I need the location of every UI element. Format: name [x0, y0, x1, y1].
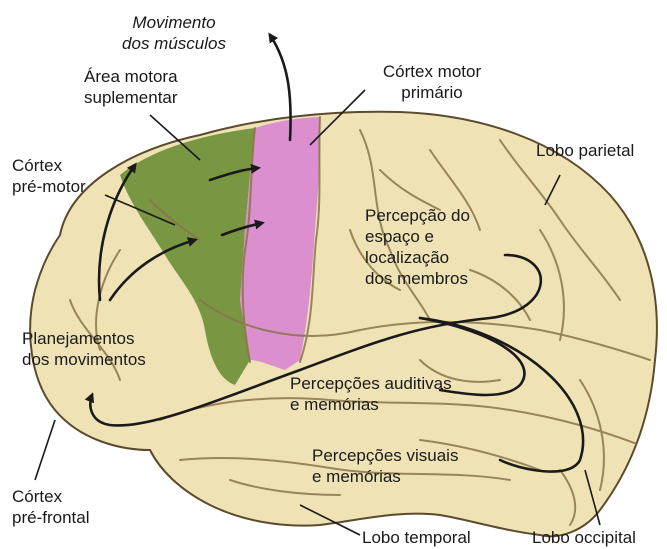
label-parietal: Lobo parietal: [536, 140, 634, 161]
label-primary-motor: Córtex motor primário: [362, 61, 502, 103]
label-movement: Movimento dos músculos: [104, 12, 244, 54]
label-premotor: Córtex pré-motor: [12, 155, 86, 197]
label-planning: Planejamentos dos movimentos: [22, 328, 146, 370]
label-occipital: Lobo occipital: [532, 527, 636, 548]
label-auditory: Percepções auditivas e memórias: [290, 373, 452, 415]
label-prefrontal: Córtex pré-frontal: [12, 486, 89, 528]
label-visual: Percepções visuais e memórias: [312, 445, 458, 487]
leader-prefrontal: [35, 420, 55, 480]
label-supp-motor: Área motora suplementar: [84, 66, 178, 108]
label-temporal: Lobo temporal: [362, 527, 471, 548]
label-space-perception: Percepção do espaço e localização dos me…: [365, 205, 470, 289]
